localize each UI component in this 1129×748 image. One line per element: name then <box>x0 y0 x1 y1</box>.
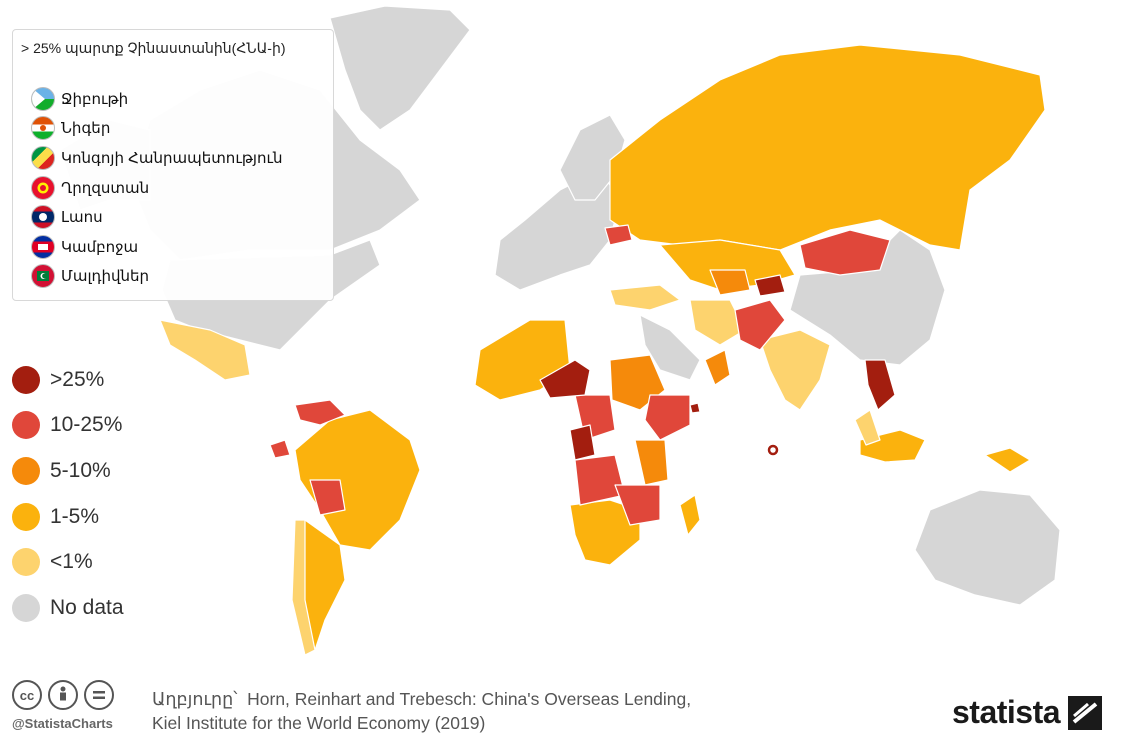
madagascar <box>679 494 701 536</box>
uzbekistan <box>709 269 751 296</box>
legend-item-over-25: >25% <box>12 357 124 403</box>
pakistan <box>734 299 786 351</box>
congo-flag-icon <box>31 145 55 170</box>
statista-handle: @StatistaCharts <box>12 716 113 731</box>
maldives-marker <box>767 444 779 456</box>
list-item: Մալդիվներ <box>31 262 283 292</box>
oman <box>704 349 731 386</box>
swatch-under-1 <box>12 548 40 577</box>
debt-legend-panel: > 25% պարտք Չինաստանին(ՀՆԱ-ի) Ջիբութի Նի… <box>12 29 334 301</box>
arabia-north <box>639 314 701 381</box>
legend-item-5-10: 5-10% <box>12 448 124 494</box>
venezuela <box>294 399 346 426</box>
by-icon <box>48 680 78 710</box>
turkey <box>609 284 681 311</box>
list-item: Նիգեր <box>31 114 283 144</box>
congo-republic <box>569 424 596 461</box>
list-item: Կոնգոյի Հանրապետություն <box>31 143 283 173</box>
legend-label: No data <box>50 595 124 619</box>
footer: cc @StatistaCharts Աղբյուրը՝ Horn, Reinh… <box>0 674 1129 748</box>
mexico <box>159 319 251 381</box>
legend-label: 10-25% <box>50 413 123 437</box>
swatch-no-data <box>12 593 40 622</box>
list-item: Լաոս <box>31 202 283 232</box>
papua <box>984 447 1031 473</box>
laos-cambodia <box>864 359 896 411</box>
flag-label-laos: Լաոս <box>61 209 103 227</box>
swatch-5-10 <box>12 456 40 485</box>
legend-label: 1-5% <box>50 504 100 528</box>
cc-icon: cc <box>12 680 42 710</box>
cambodia-flag-icon <box>31 234 55 259</box>
legend-item-no-data: No data <box>12 585 124 631</box>
list-item: Ջիբութի <box>31 84 283 114</box>
djibouti-flag-icon <box>31 86 55 111</box>
mongolia <box>799 229 891 276</box>
source-label: Աղբյուրը՝ <box>152 689 238 709</box>
ethiopia <box>644 394 691 441</box>
iran <box>689 299 746 346</box>
flag-label-kyrgyzstan: Ղրղզստան <box>61 179 150 197</box>
flag-label-djibouti: Ջիբութի <box>61 90 129 108</box>
greenland <box>329 5 471 131</box>
flag-label-cambodia: Կամբոջա <box>61 238 139 256</box>
source-line-2: Kiel Institute for the World Economy (20… <box>152 713 486 733</box>
source-note: Աղբյուրը՝ Horn, Reinhart and Trebesch: C… <box>152 687 691 735</box>
zambia-zimbabwe <box>614 484 661 526</box>
flag-label-maldives: Մալդիվներ <box>61 268 150 286</box>
flag-label-niger: Նիգեր <box>61 120 111 138</box>
color-scale-legend: >25% 10-25% 5-10% 1-5% <1% No data <box>12 357 124 631</box>
legend-item-1-5: 1-5% <box>12 494 124 540</box>
statista-wordmark: statista <box>952 694 1061 730</box>
brazil <box>294 409 421 551</box>
bolivia <box>309 479 346 516</box>
legend-title: > 25% պարտք Չինաստանին(ՀՆԱ-ի) <box>21 40 286 56</box>
belarus <box>604 224 633 246</box>
legend-item-under-1: <1% <box>12 539 124 585</box>
kyrgyzstan <box>754 274 786 297</box>
niger <box>539 359 591 399</box>
swatch-over-25 <box>12 365 40 394</box>
russia <box>609 44 1046 251</box>
malaysia <box>854 409 881 446</box>
legend-item-10-25: 10-25% <box>12 403 124 449</box>
swatch-10-25 <box>12 411 40 440</box>
equal-icon <box>84 680 114 710</box>
flag-label-congo: Կոնգոյի Հանրապետություն <box>61 149 283 167</box>
legend-label: 5-10% <box>50 458 111 482</box>
list-item: Կամբոջա <box>31 232 283 262</box>
statista-logo-icon <box>1068 695 1103 730</box>
angola <box>574 454 626 506</box>
australia <box>914 489 1061 606</box>
laos-flag-icon <box>31 205 55 230</box>
djibouti <box>689 402 701 414</box>
niger-flag-icon <box>31 116 55 141</box>
maldives-flag-icon <box>31 264 55 289</box>
flagged-country-list: Ջիբութի Նիգեր Կոնգոյի Հանրապետություն Ղր… <box>31 84 283 291</box>
legend-label: <1% <box>50 550 93 574</box>
india <box>759 329 831 411</box>
kyrgyzstan-flag-icon <box>31 175 55 200</box>
swatch-1-5 <box>12 502 40 531</box>
license-icons: cc <box>12 680 114 710</box>
list-item: Ղրղզստան <box>31 173 283 203</box>
chile <box>291 519 316 656</box>
tanzania <box>634 439 669 486</box>
ecuador <box>269 439 291 459</box>
source-line-1: Horn, Reinhart and Trebesch: China's Ove… <box>247 689 692 709</box>
statista-brand: statista <box>952 694 1103 731</box>
legend-label: >25% <box>50 367 105 391</box>
south-africa <box>569 499 641 566</box>
